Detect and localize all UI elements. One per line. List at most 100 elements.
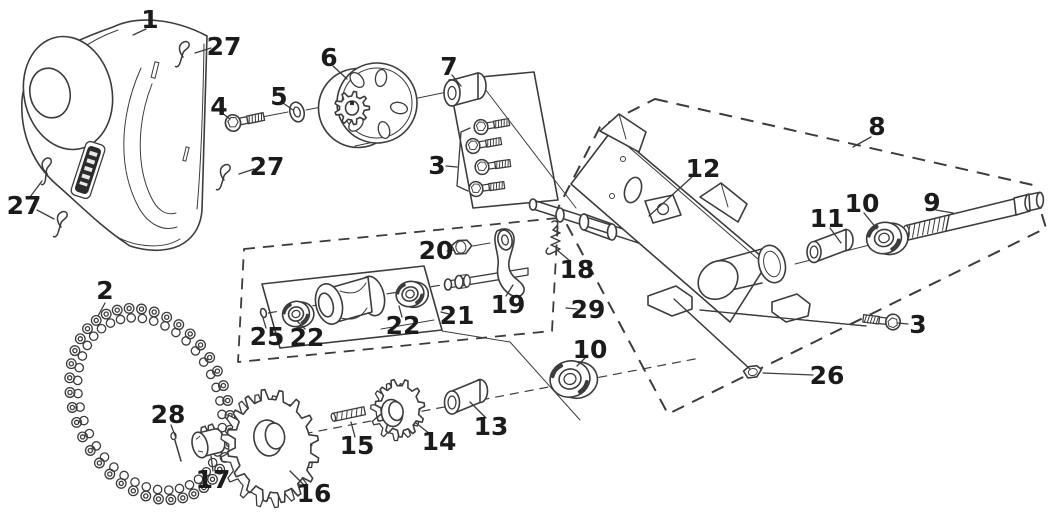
solid-box-21	[261, 265, 443, 349]
leader-line-19	[505, 284, 514, 297]
callout-14: 14	[422, 427, 457, 456]
leader-line-13	[469, 401, 487, 419]
mounting-bracket	[528, 113, 811, 323]
bolt-group-bracket	[456, 127, 471, 192]
callout-15: 15	[340, 431, 375, 460]
shaft-spacer	[443, 378, 489, 415]
callout-18: 18	[560, 255, 595, 284]
callout-1: 1	[141, 5, 158, 34]
callout-17: 17	[196, 465, 231, 494]
flanged-bearing	[865, 221, 909, 256]
shaft-spacer	[806, 228, 854, 264]
leader-line-27b	[238, 168, 255, 175]
mount-bolt-set	[456, 113, 513, 199]
chain-guard-cover	[21, 19, 208, 252]
bolt-group-box	[448, 71, 559, 209]
brand-badge	[70, 140, 106, 200]
leader-line-3a	[445, 165, 458, 168]
dashed-box-8	[557, 98, 1047, 415]
callout-29: 29	[571, 295, 606, 324]
callout-6: 6	[320, 43, 337, 72]
leader-line-1	[132, 28, 147, 36]
axle-shaft	[902, 191, 1045, 242]
leader-line-21	[440, 311, 450, 315]
castle-nut	[191, 423, 226, 459]
cover-vent-slots	[150, 61, 190, 162]
bracket-foot	[771, 293, 811, 323]
leader-line-4	[221, 112, 231, 120]
callout-12: 12	[686, 154, 721, 183]
leader-line-11	[829, 227, 842, 244]
cover-hub-hole	[28, 67, 72, 119]
callout-9: 9	[923, 188, 940, 217]
tensioner-arm	[494, 228, 525, 298]
callout-3b: 3	[909, 310, 926, 339]
flanged-bearing	[549, 360, 599, 400]
leader-line-26	[762, 372, 814, 376]
hex-nut	[450, 239, 473, 255]
callout-19: 19	[491, 290, 526, 319]
roller-bearing	[395, 280, 430, 309]
callout-5: 5	[270, 82, 287, 111]
callout-22a: 22	[290, 323, 325, 352]
callout-26: 26	[810, 361, 845, 390]
leader-line-15	[350, 421, 356, 438]
dashed-box-29	[237, 217, 559, 363]
leader-line-17	[210, 455, 214, 472]
callout-11: 11	[810, 204, 845, 233]
leader-line-26	[673, 298, 751, 370]
roller-tensioner-assembly	[259, 228, 529, 329]
callout-27b: 27	[250, 152, 285, 181]
leader-line-27c	[36, 209, 55, 220]
small-sprocket	[367, 376, 429, 444]
leader-line-22a	[296, 320, 306, 330]
leader-line-3b	[897, 322, 909, 325]
callout-20: 20	[419, 236, 454, 265]
clutch-drum	[317, 62, 418, 149]
large-sprocket	[211, 382, 328, 514]
callout-27a: 27	[207, 32, 242, 61]
spacer-bushing	[443, 72, 487, 107]
callout-7: 7	[440, 52, 457, 81]
bracket-foot	[647, 285, 693, 317]
leader-line-12	[648, 176, 693, 217]
leader-line-14	[415, 422, 431, 435]
callout-13: 13	[474, 412, 509, 441]
leader-line-3b	[699, 309, 867, 327]
leader-line-28	[170, 424, 177, 439]
callout-10a: 10	[845, 189, 880, 218]
callout-25: 25	[250, 322, 285, 351]
callout-27c: 27	[7, 191, 42, 220]
mount-bolt	[861, 309, 902, 332]
clutch-bolt	[223, 107, 267, 134]
leader-line-10b	[576, 356, 587, 367]
callout-16: 16	[297, 479, 332, 508]
leader-line-29	[565, 307, 578, 310]
shaft-key	[330, 406, 367, 422]
leader-line-27c	[29, 180, 43, 198]
leader-line-8	[852, 136, 872, 148]
roller-pin	[259, 307, 268, 319]
leader-line-22b	[398, 305, 403, 318]
leader-line-7	[451, 74, 462, 87]
leader-line-10a	[863, 212, 878, 230]
tensioner-roller	[314, 275, 386, 325]
callout-2: 2	[96, 276, 113, 305]
leader-line-6	[332, 65, 348, 80]
callout-4: 4	[210, 92, 227, 121]
callout-10b: 10	[573, 335, 608, 364]
hitch-pin-clip	[215, 163, 231, 191]
leader-line-20	[446, 249, 455, 252]
leader-line-18	[556, 249, 571, 262]
callout-22b: 22	[386, 311, 421, 340]
callout-21: 21	[440, 301, 475, 330]
callout-8: 8	[868, 112, 885, 141]
callout-28: 28	[151, 400, 186, 429]
callout-3a: 3	[428, 151, 445, 180]
leader-line-25	[262, 317, 267, 329]
bracket-axle-boss	[697, 259, 739, 301]
leader-line-9	[935, 209, 954, 214]
